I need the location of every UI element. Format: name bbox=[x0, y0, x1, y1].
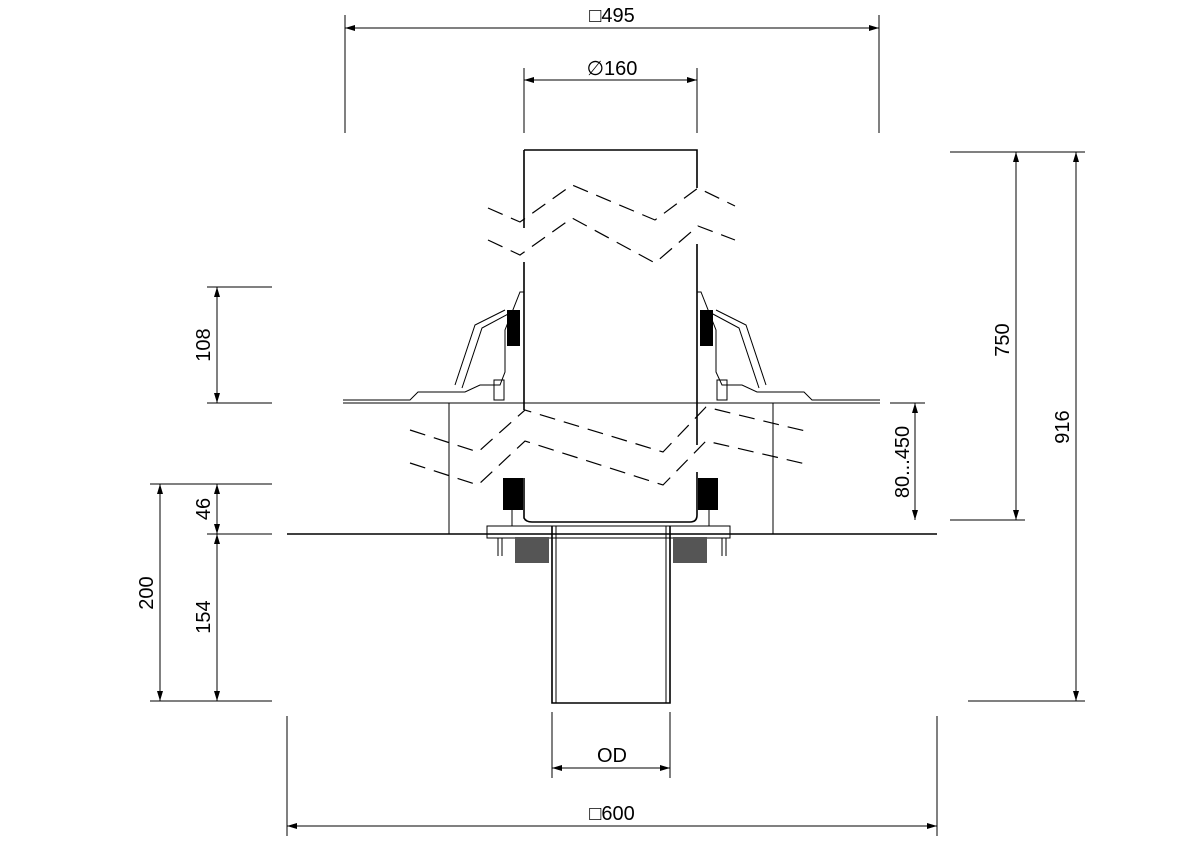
outlet-pipe bbox=[551, 526, 671, 704]
dim-outlet-diameter: OD bbox=[597, 745, 627, 767]
vent-pipe bbox=[523, 149, 698, 523]
dim-pipe-length: 750 bbox=[992, 323, 1014, 356]
dim-upper-body: 46 bbox=[193, 498, 215, 520]
dim-total-height: 916 bbox=[1052, 410, 1074, 443]
dim-pipe-diameter: ∅160 bbox=[587, 58, 638, 80]
dim-insulation-range: 80...450 bbox=[892, 426, 914, 498]
insulation-walls bbox=[448, 403, 774, 534]
dim-outlet-length: 154 bbox=[193, 600, 215, 633]
dimension-lines bbox=[150, 15, 1085, 836]
dim-flange-height: 108 bbox=[193, 328, 215, 361]
break-lines bbox=[409, 184, 811, 486]
dim-base-square: □600 bbox=[589, 803, 634, 825]
dim-total-body: 200 bbox=[136, 576, 158, 609]
lower-body bbox=[287, 478, 937, 563]
dim-top-square: □495 bbox=[589, 5, 634, 27]
upper-collar bbox=[343, 291, 880, 404]
